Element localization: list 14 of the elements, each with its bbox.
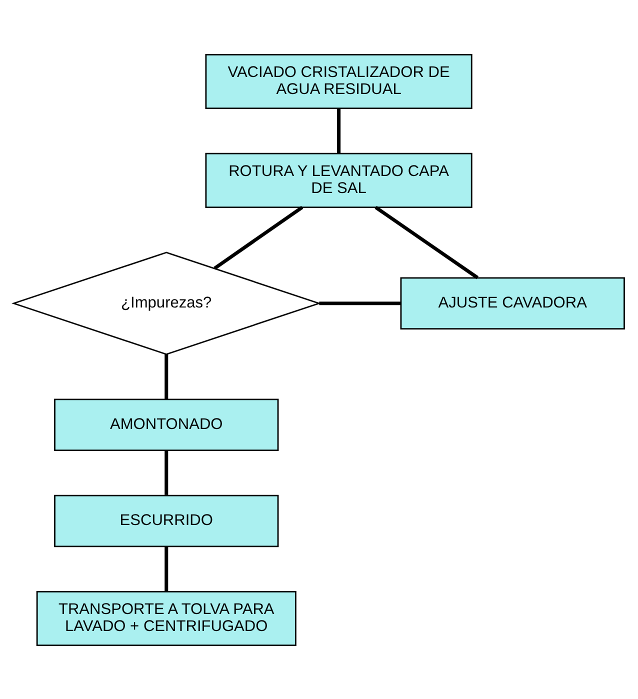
connector [164, 354, 168, 399]
node-box: TRANSPORTE A TOLVA PARA LAVADO + CENTRIFUGADO [36, 590, 296, 646]
node-box: ROTURA Y LEVANTADO CAPA DE SAL [205, 152, 472, 208]
node-box: ESCURRIDO [54, 494, 279, 547]
connector [164, 450, 168, 494]
node-box: VACIADO CRISTALIZADOR DE AGUA RESIDUAL [205, 53, 472, 109]
node-diamond: ¿Impurezas? [12, 251, 322, 354]
node-box: AJUSTE CAVADORA [400, 276, 625, 330]
connector [337, 108, 341, 153]
connector [374, 205, 479, 279]
connector [164, 546, 168, 591]
connector [214, 205, 304, 270]
connector [319, 301, 401, 305]
node-box: AMONTONADO [54, 398, 279, 451]
